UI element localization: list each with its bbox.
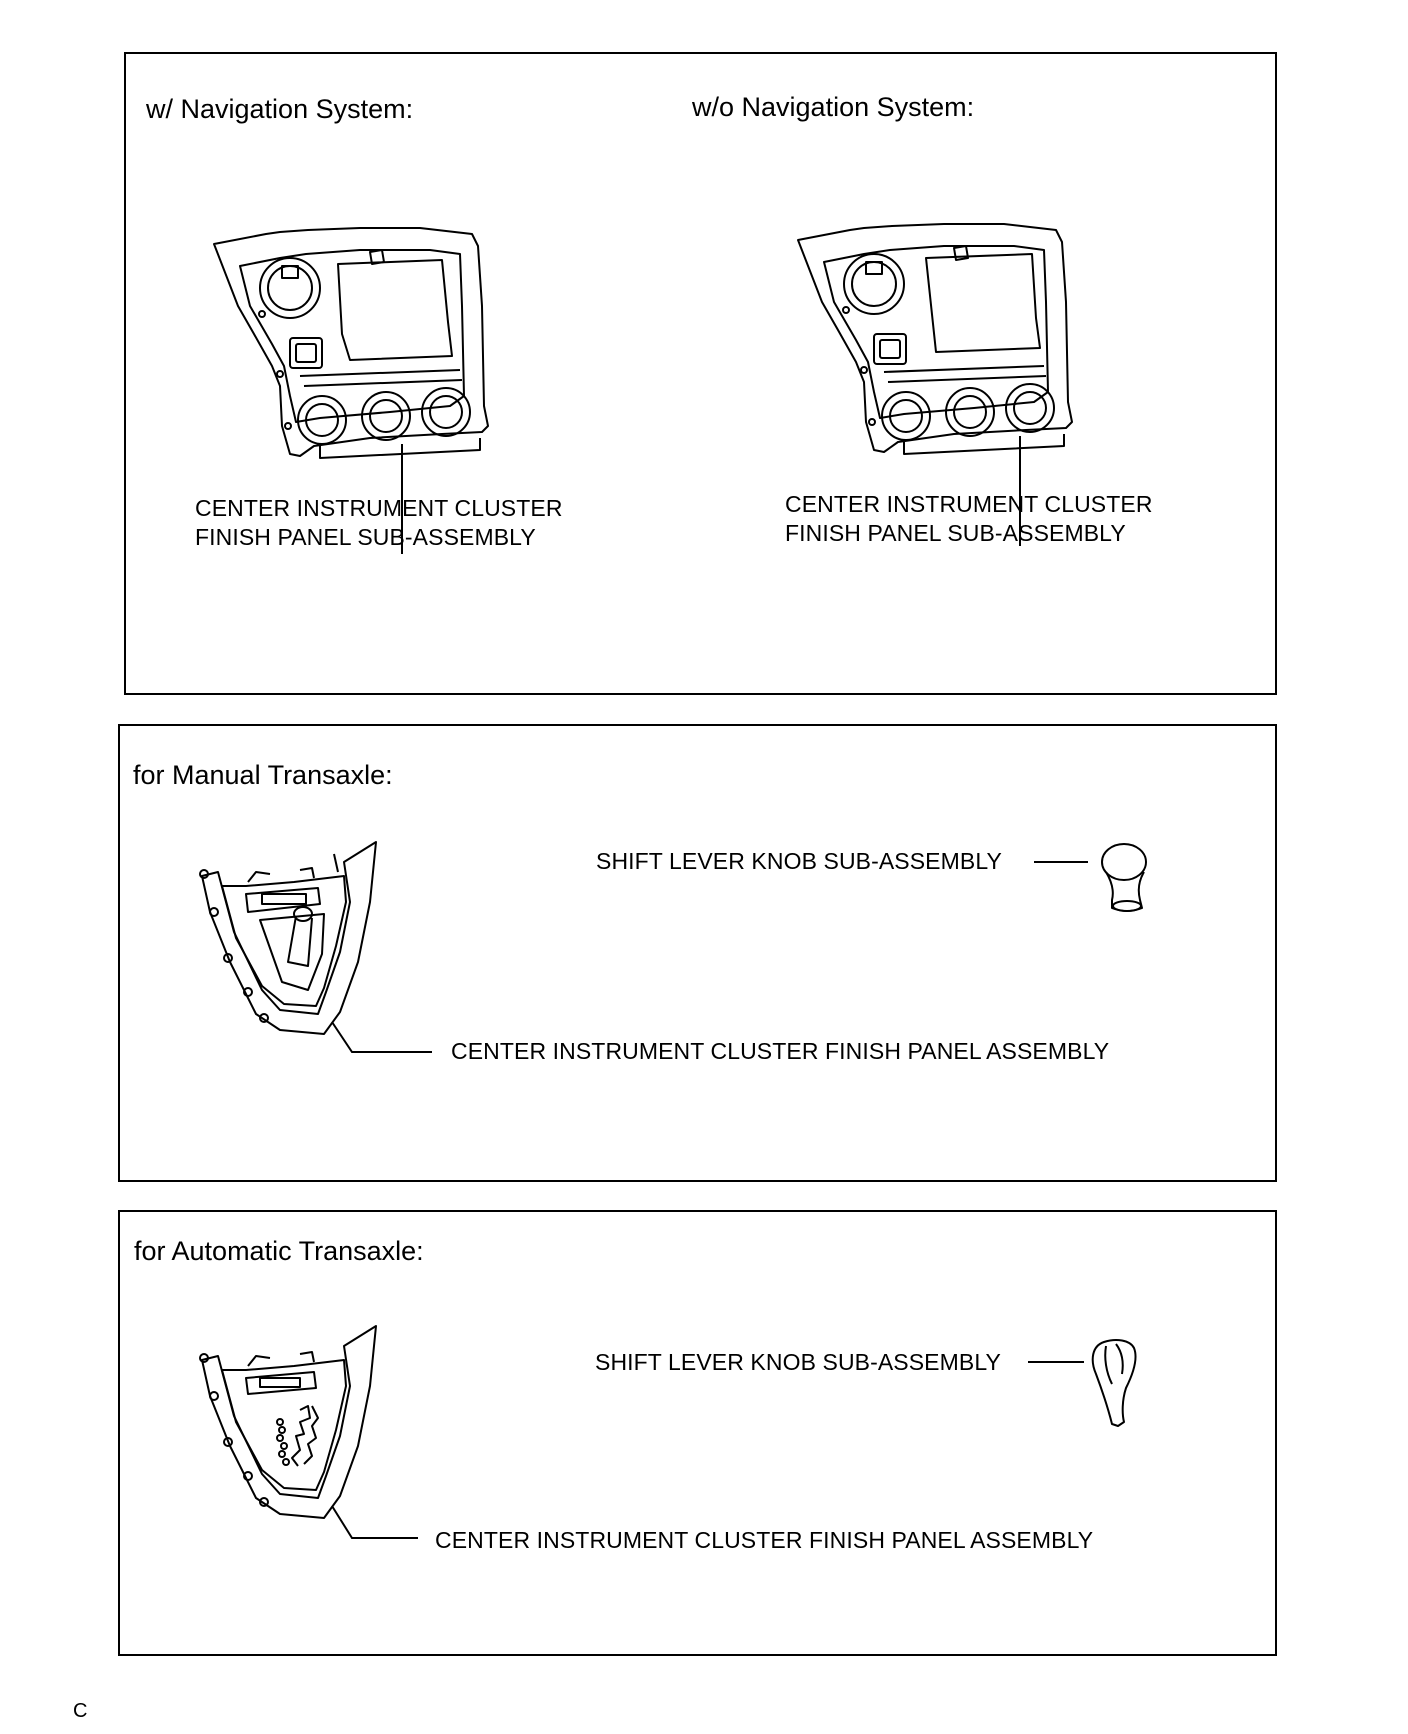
- without-navigation-panel-label: CENTER INSTRUMENT CLUSTER FINISH PANEL S…: [785, 490, 1153, 548]
- label-line-2: FINISH PANEL SUB-ASSEMBLY: [195, 524, 536, 550]
- navigation-variants-box: w/ Navigation System: w/o Navigation Sys…: [124, 52, 1277, 695]
- label-line-1: CENTER INSTRUMENT CLUSTER: [195, 495, 563, 521]
- finish-panel-without-navigation-illustration: [794, 222, 1094, 552]
- automatic-transaxle-box: for Automatic Transaxle: CENTER INSTRUME…: [118, 1210, 1277, 1656]
- figure-code: C: [73, 1700, 88, 1722]
- with-navigation-panel-label: CENTER INSTRUMENT CLUSTER FINISH PANEL S…: [195, 494, 563, 552]
- automatic-panel-assembly-label: CENTER INSTRUMENT CLUSTER FINISH PANEL A…: [435, 1527, 1094, 1553]
- without-navigation-heading: w/o Navigation System:: [692, 92, 975, 122]
- manual-shift-knob-illustration: [1032, 842, 1182, 922]
- label-line-2: FINISH PANEL SUB-ASSEMBLY: [785, 520, 1126, 546]
- manual-panel-assembly-label: CENTER INSTRUMENT CLUSTER FINISH PANEL A…: [451, 1038, 1110, 1064]
- automatic-shift-knob-illustration: [1026, 1338, 1186, 1438]
- manual-shift-panel-illustration: [200, 842, 540, 1082]
- manual-transaxle-heading: for Manual Transaxle:: [133, 760, 393, 790]
- finish-panel-with-navigation-illustration: [210, 226, 510, 556]
- manual-transaxle-box: for Manual Transaxle: CENTER INSTRUMENT …: [118, 724, 1277, 1182]
- automatic-transaxle-heading: for Automatic Transaxle:: [134, 1236, 424, 1266]
- manual-knob-label: SHIFT LEVER KNOB SUB-ASSEMBLY: [596, 848, 1002, 874]
- with-navigation-heading: w/ Navigation System:: [146, 94, 414, 124]
- automatic-knob-label: SHIFT LEVER KNOB SUB-ASSEMBLY: [595, 1349, 1001, 1375]
- automatic-shift-panel-illustration: [200, 1326, 530, 1566]
- label-line-1: CENTER INSTRUMENT CLUSTER: [785, 491, 1153, 517]
